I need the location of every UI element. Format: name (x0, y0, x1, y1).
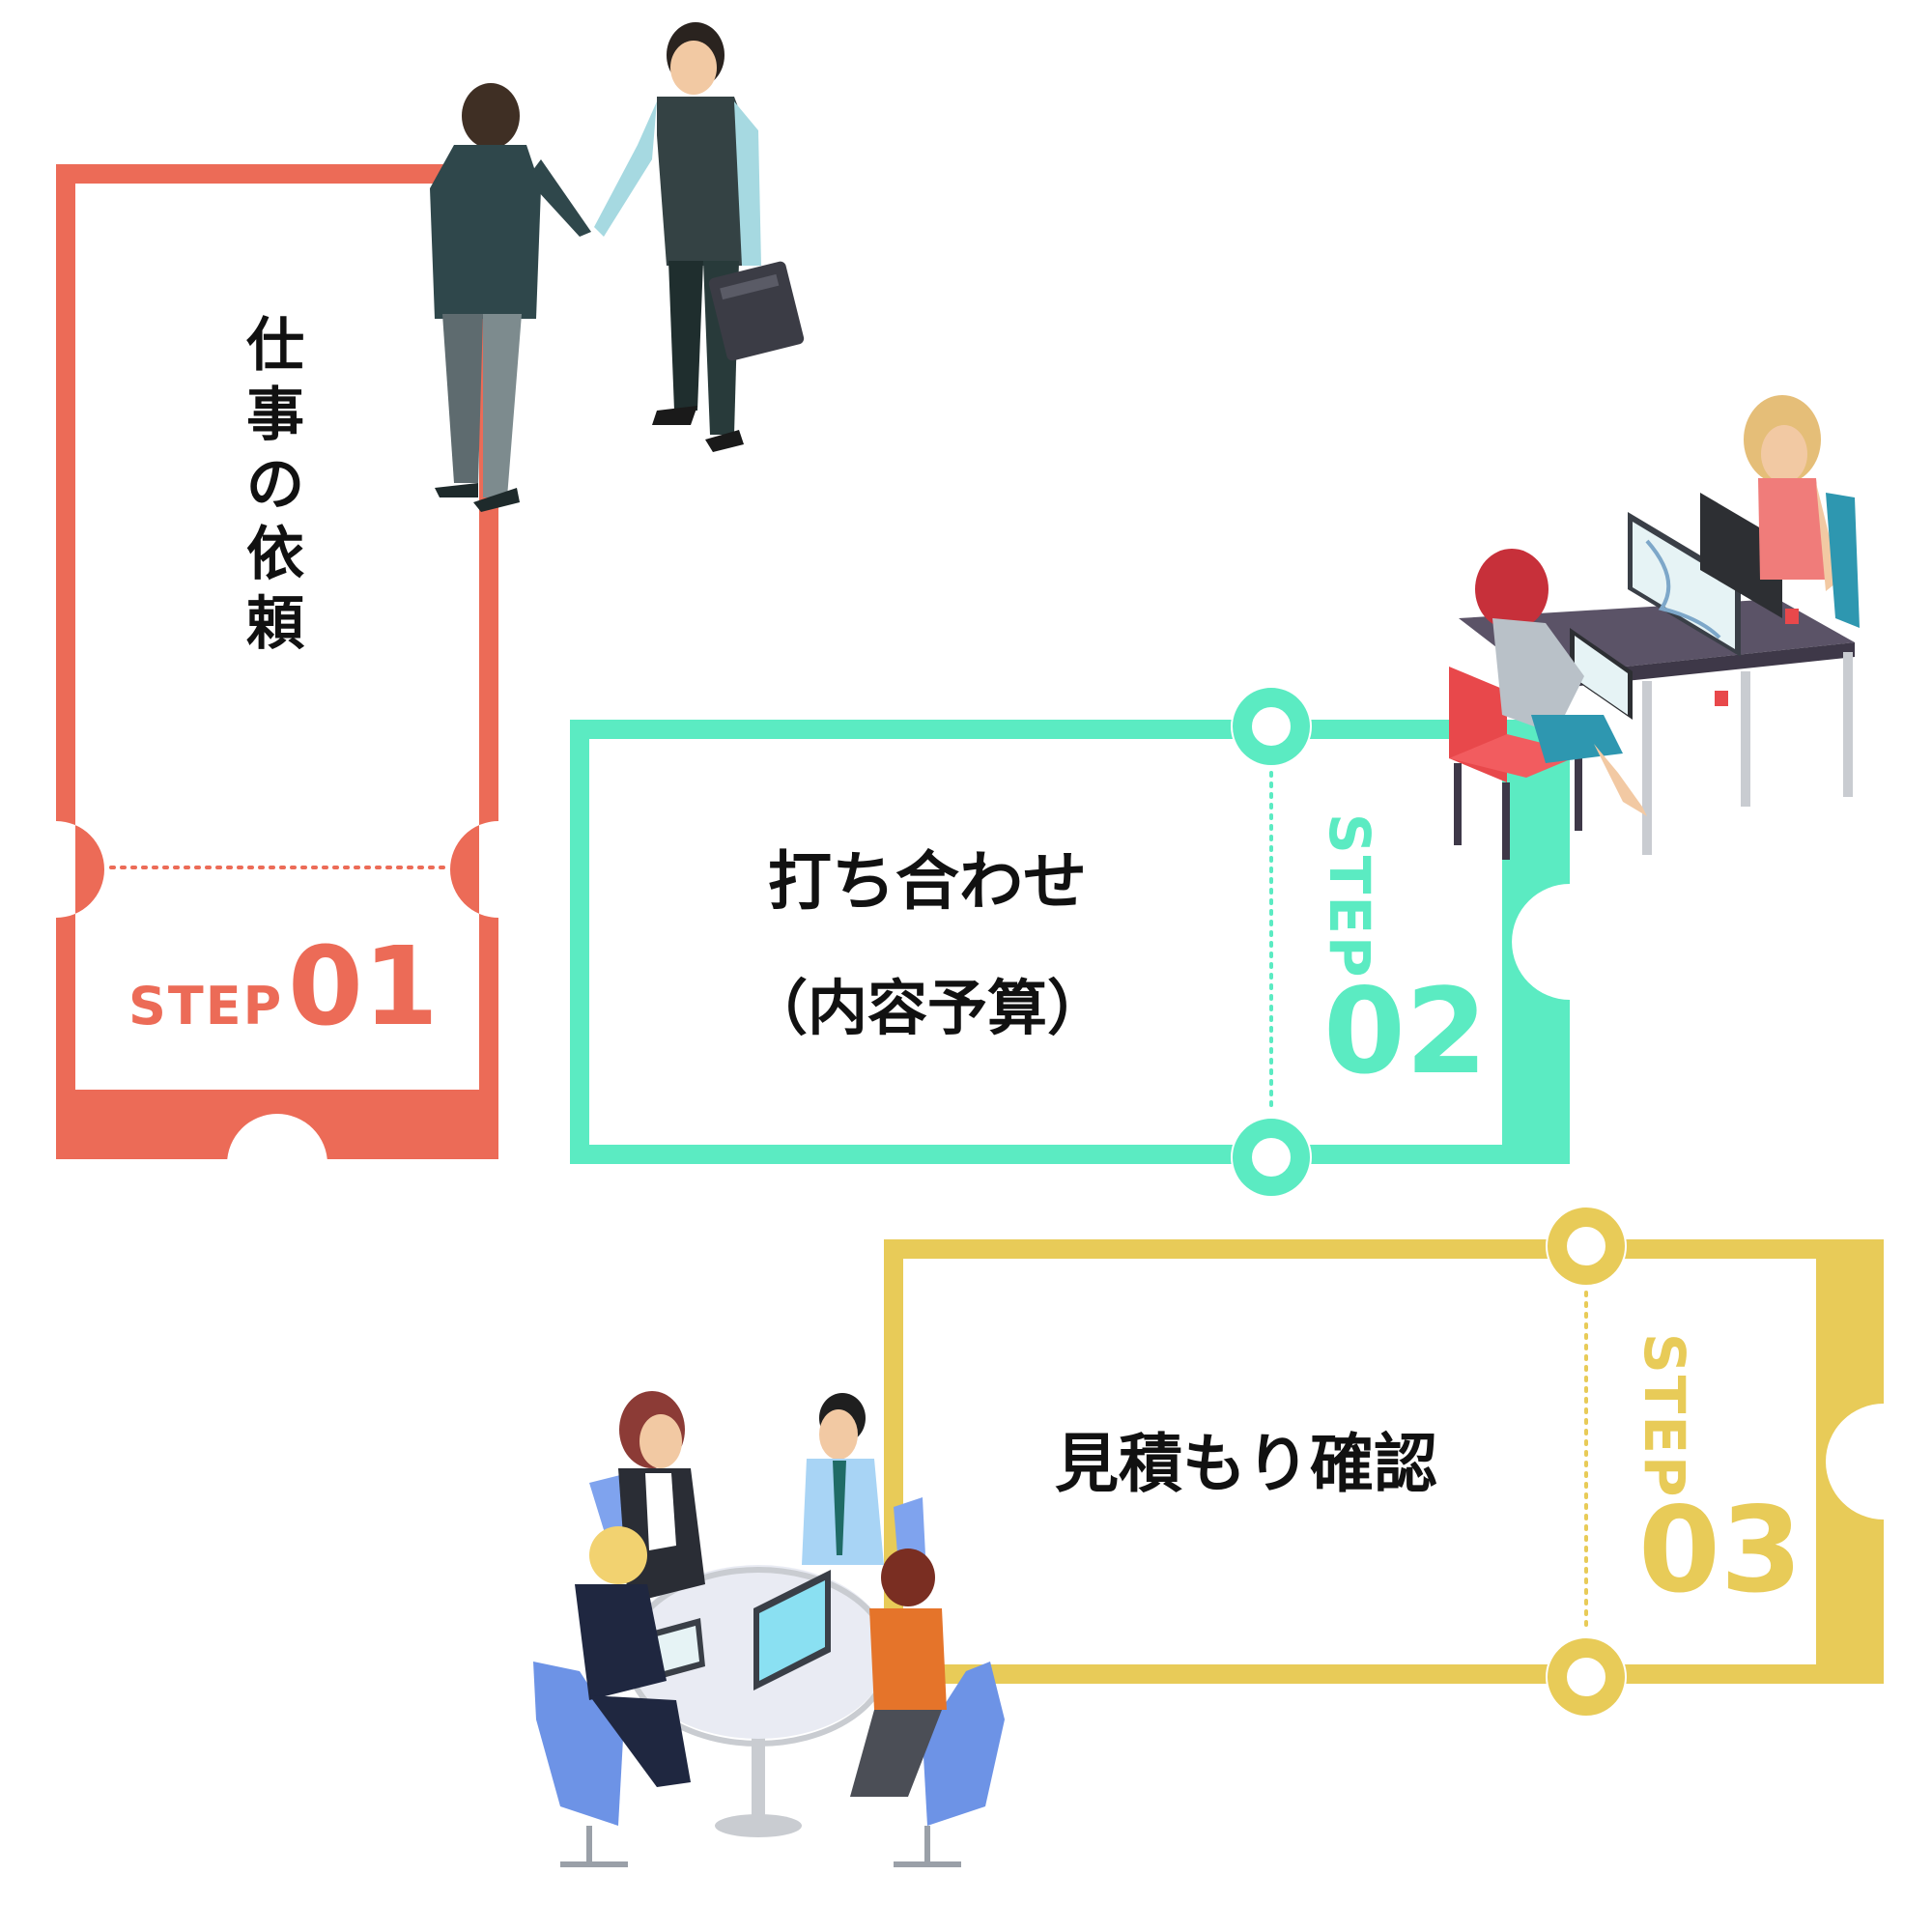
step-03-ticket: 見積もり確認 STEP 03 (884, 1206, 1884, 1718)
step-01-char-2: 事 (246, 382, 304, 449)
step-01-notch (227, 1114, 327, 1214)
step-02-number: 02 (1323, 963, 1488, 1100)
step-01-char-1: 仕 (246, 312, 304, 380)
step-02-label-line-1: 打ち合わせ (768, 844, 1087, 919)
step-01-number: 01 (288, 924, 439, 1050)
step-03-number: 03 (1638, 1482, 1803, 1619)
step-01-char-5: 頼 (246, 590, 305, 658)
step-01-ticket: 仕 事 の 依 頼 STEP 01 (56, 164, 498, 1214)
step-02-word: STEP (1317, 813, 1382, 979)
step-02-notch-top-ring (1233, 688, 1310, 765)
step-03-label: 見積もり確認 (1055, 1427, 1437, 1501)
step-01-char-3: の (246, 451, 304, 519)
designers-at-desk-illustration (1449, 395, 1860, 860)
step-03-notch-top-ring (1548, 1208, 1625, 1285)
step-03-word: STEP (1632, 1333, 1697, 1498)
step-02-notch-bottom-ring (1233, 1119, 1310, 1196)
step-02-ticket: 打ち合わせ （内容予算） STEP 02 (570, 686, 1570, 1198)
step-02-label-line-2: （内容予算） (748, 973, 1107, 1043)
step-01-word: STEP (128, 976, 283, 1037)
team-meeting-illustration (533, 1391, 1005, 1867)
step-01-vertical-label: 仕 事 の 依 頼 (246, 312, 305, 658)
step-03-notch-bottom-ring (1548, 1638, 1625, 1716)
step-01-char-4: 依 (246, 521, 304, 588)
handshake-businessmen-illustration (430, 22, 805, 512)
